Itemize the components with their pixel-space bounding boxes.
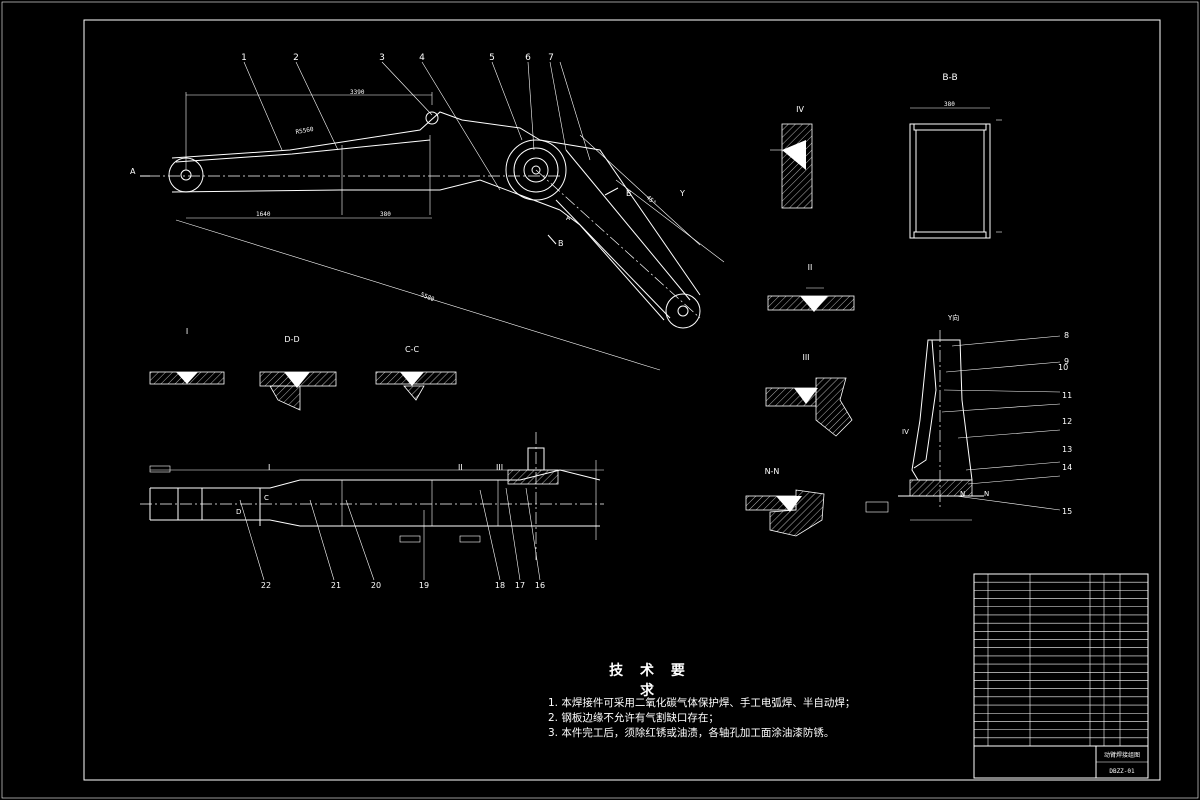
balloon-18: 18 [495, 581, 505, 590]
balloon-2: 2 [293, 53, 299, 63]
label-section-cc: C-C [405, 345, 419, 354]
detail-iv [770, 123, 813, 209]
section-dd [259, 371, 337, 411]
balloon-4: 4 [419, 53, 425, 63]
label-detail-iii: III [802, 353, 809, 362]
boom-main-view [140, 61, 725, 371]
balloon-21: 21 [331, 581, 341, 590]
marker-b-lower: B [558, 239, 564, 248]
marker-y: Y [679, 189, 685, 198]
dim-top-span: 3390 [350, 89, 365, 96]
balloon-1: 1 [241, 53, 247, 63]
requirements-title: 技 术 要 求 [609, 663, 691, 699]
label-view-y: Y向 [947, 313, 959, 322]
label-detail-i-elev: I [268, 463, 270, 472]
inner-border [83, 19, 1161, 781]
dim-bottom-2: 380 [380, 211, 391, 218]
dim-angle-arm: 45° [645, 194, 658, 206]
dim-overall: 5580 [419, 291, 435, 303]
detail-iii [765, 377, 853, 437]
label-iv-on-y: IV [902, 428, 909, 436]
detail-nn [745, 489, 825, 537]
label-detail-iv: IV [796, 105, 804, 114]
balloon-3: 3 [379, 53, 385, 63]
requirement-2: 2. 钢板边缘不允许有气割缺口存在； [548, 712, 719, 724]
detail-ii [767, 287, 855, 312]
section-bb [909, 107, 1002, 239]
balloon-11: 11 [1062, 391, 1072, 400]
requirement-3: 3. 本件完工后，须除红锈或油渍，各轴孔加工面涂油漆防锈。 [548, 727, 835, 739]
view-y [865, 330, 1061, 521]
title-drawing-name: 动臂焊接组图 [1104, 751, 1140, 759]
dim-bottom-1: 1640 [256, 211, 271, 218]
title-block [973, 573, 1149, 779]
marker-n-2: N [960, 490, 965, 498]
marker-n-1: N [984, 490, 989, 498]
balloon-17: 17 [515, 581, 525, 590]
detail-i [149, 371, 225, 385]
balloon-19: 19 [419, 581, 429, 590]
marker-d: D [236, 508, 241, 516]
section-cc [375, 371, 457, 401]
balloon-7: 7 [548, 53, 554, 63]
marker-a-left: A [130, 167, 136, 176]
label-detail-ii: II [808, 263, 813, 272]
marker-c: C [264, 494, 269, 502]
title-drawing-number: DBZZ-01 [1109, 768, 1135, 775]
balloon-12: 12 [1062, 417, 1072, 426]
balloon-10-visible: 10 [1058, 363, 1068, 372]
balloon-22: 22 [261, 581, 271, 590]
balloon-13: 13 [1062, 445, 1072, 454]
balloon-9: 9 [1064, 357, 1069, 366]
balloon-8: 8 [1064, 331, 1069, 340]
balloon-15: 15 [1062, 507, 1072, 516]
dim-radius: R5560 [295, 126, 314, 136]
marker-b-upper: B [626, 189, 632, 198]
label-detail-iii-elev: III [496, 463, 503, 472]
balloon-5: 5 [489, 53, 495, 63]
requirement-1: 1. 本焊接件可采用二氧化碳气体保护焊、手工电弧焊、半自动焊； [548, 697, 856, 709]
label-detail-ii-elev: II [458, 463, 463, 472]
dim-bb-width: 380 [944, 101, 955, 108]
marker-a-small: A [566, 215, 571, 222]
label-detail-i: I [186, 327, 188, 336]
boom-elevation-view [140, 432, 604, 581]
balloon-16: 16 [535, 581, 545, 590]
balloon-20: 20 [371, 581, 381, 590]
label-section-dd: D-D [284, 335, 299, 344]
balloon-14: 14 [1062, 463, 1072, 472]
label-section-bb: B-B [942, 73, 957, 83]
balloon-6: 6 [525, 53, 531, 63]
label-section-nn: N-N [765, 467, 780, 476]
